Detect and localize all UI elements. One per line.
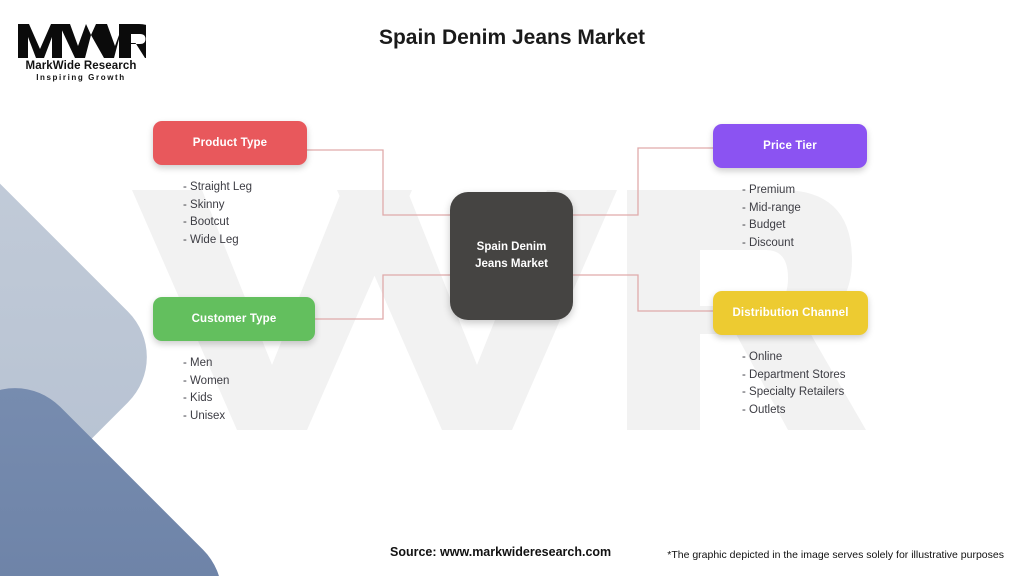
list-item: - Unisex	[183, 410, 226, 423]
brand-tagline: Inspiring Growth	[36, 73, 126, 82]
mwr-logo-icon	[18, 24, 146, 58]
branch-price-tier[interactable]: Price Tier - Premium - Mid-range - Budge…	[713, 124, 867, 253]
list-item: - Mid-range	[742, 201, 801, 214]
center-node-label: Spain Denim Jeans Market	[475, 241, 548, 270]
branch-product-type[interactable]: Product Type - Straight Leg - Skinny - B…	[153, 121, 307, 250]
list-item: - Online	[742, 351, 783, 363]
branch-items-customer-type: - Men - Women - Kids - Unisex	[183, 355, 315, 426]
list-item: - Kids	[183, 392, 213, 405]
list-item: - Men	[183, 357, 213, 369]
connector-customer-type	[315, 274, 452, 320]
connector-price-tier	[571, 147, 713, 216]
connector-product-type	[307, 149, 452, 216]
list-item: - Bootcut	[183, 216, 230, 229]
branch-label-price-tier: Price Tier	[763, 140, 817, 152]
branch-items-product-type: - Straight Leg - Skinny - Bootcut - Wide…	[183, 179, 307, 250]
list-item: - Women	[183, 374, 230, 387]
branch-label-product-type: Product Type	[192, 137, 268, 149]
connector-distribution-channel	[571, 274, 713, 312]
footer-disclaimer: *The graphic depicted in the image serve…	[667, 549, 1004, 561]
list-item: - Specialty Retailers	[742, 386, 845, 399]
branch-label-customer-type: Customer Type	[191, 313, 277, 325]
page-title: Spain Denim Jeans Market	[378, 26, 646, 49]
list-item: - Wide Leg	[183, 234, 239, 247]
branch-items-price-tier: - Premium - Mid-range - Budget - Discoun…	[742, 182, 867, 253]
footer-source: Source: www.markwideresearch.com	[390, 545, 612, 559]
branch-distribution-channel[interactable]: Distribution Channel - Online - Departme…	[713, 291, 868, 420]
list-item: - Straight Leg	[183, 181, 253, 193]
list-item: - Department Stores	[742, 368, 846, 381]
branch-label-distribution-channel: Distribution Channel	[732, 307, 849, 319]
branch-items-distribution-channel: - Online - Department Stores - Specialty…	[742, 349, 868, 420]
center-node[interactable]: Spain Denim Jeans Market	[450, 192, 573, 320]
branch-header-customer-type[interactable]: Customer Type	[153, 297, 315, 341]
branch-header-price-tier[interactable]: Price Tier	[713, 124, 867, 168]
brand-logo: MarkWide Research Inspiring Growth	[16, 20, 146, 82]
list-item: - Outlets	[742, 404, 786, 417]
branch-header-distribution-channel[interactable]: Distribution Channel	[713, 291, 868, 335]
list-item: - Premium	[742, 184, 796, 196]
branch-customer-type[interactable]: Customer Type - Men - Women - Kids - Uni…	[153, 297, 315, 426]
brand-name: MarkWide Research	[25, 60, 137, 72]
list-item: - Discount	[742, 237, 794, 250]
branch-header-product-type[interactable]: Product Type	[153, 121, 307, 165]
list-item: - Budget	[742, 219, 786, 232]
list-item: - Skinny	[183, 198, 225, 211]
